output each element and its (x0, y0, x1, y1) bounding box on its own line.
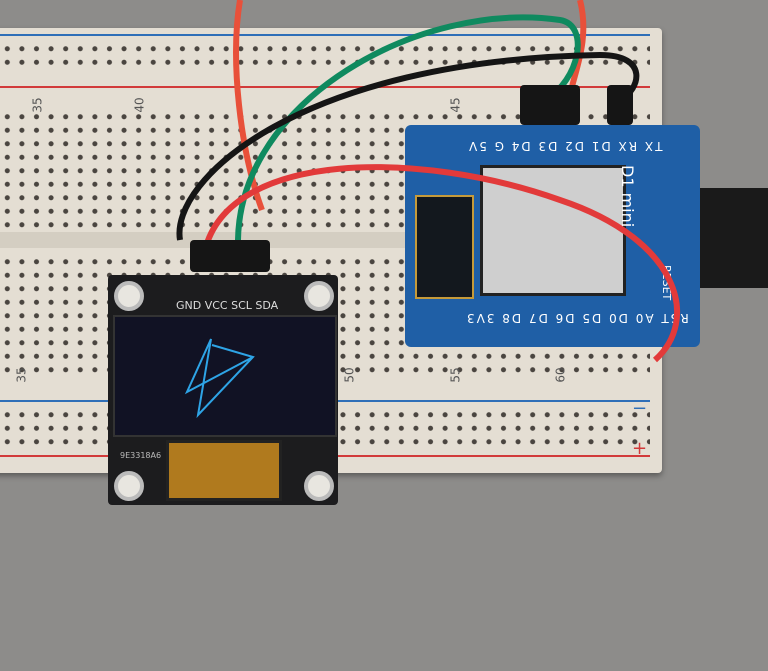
orange-wire (233, 0, 265, 212)
oled-screen (113, 315, 337, 437)
mounting-hole (304, 471, 334, 501)
wire-connector (520, 85, 580, 125)
usb-cable (700, 188, 768, 288)
wire-connector (190, 240, 270, 272)
esp8266-module (480, 165, 626, 296)
mounting-hole (304, 281, 334, 311)
pcb-antenna (415, 195, 474, 299)
plus-sign: + (632, 438, 648, 459)
part-code: 9E3318A6 (120, 451, 162, 460)
black-wire (176, 51, 640, 241)
top-blue-rail-line (0, 34, 650, 36)
oled-module: GND VCC SCL SDA 9E3318A6 (108, 275, 338, 505)
pentagram (184, 338, 255, 419)
minus-sign: − (632, 398, 648, 419)
green-wire (235, 14, 581, 241)
red-wire (202, 164, 680, 363)
d1-mini-board: TX RX D1 D2 D3 D4 G 5V RST A0 D0 D5 D6 D… (405, 125, 700, 347)
mounting-hole (114, 281, 144, 311)
oled-pin-labels: GND VCC SCL SDA (176, 299, 279, 312)
star-drawing (184, 338, 255, 419)
mounting-hole (114, 471, 144, 501)
wire-connector (607, 85, 633, 125)
ribbon-cable (166, 440, 282, 501)
